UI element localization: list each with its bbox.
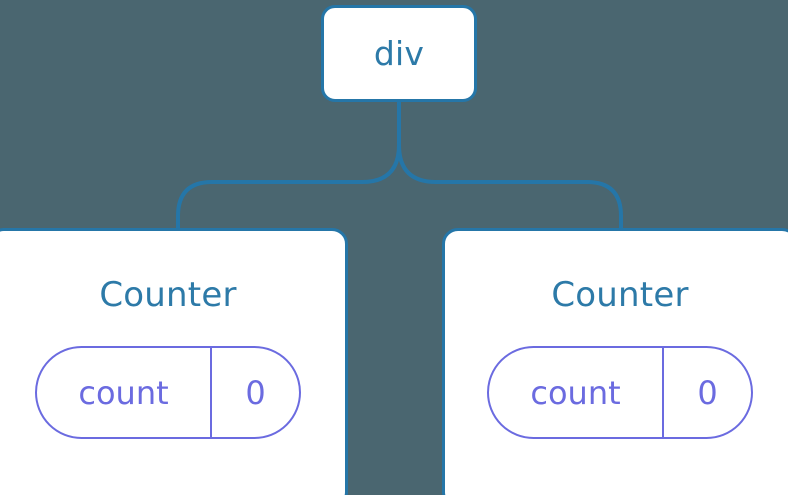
node-div[interactable]: div (321, 5, 477, 102)
state-pill-counter-2[interactable]: count 0 (487, 346, 753, 439)
edge-div-to-counter-left (176, 143, 401, 232)
node-counter-2[interactable]: Counter count 0 (442, 228, 788, 495)
state-key-counter-1: count (78, 373, 169, 412)
state-value-counter-1: 0 (210, 348, 299, 437)
node-div-label: div (373, 34, 425, 73)
node-counter-1[interactable]: Counter count 0 (0, 228, 348, 495)
node-counter-2-label: Counter (551, 275, 689, 315)
node-counter-1-label: Counter (99, 275, 237, 315)
state-value-counter-2: 0 (662, 348, 751, 437)
state-pill-counter-1[interactable]: count 0 (35, 346, 301, 439)
edge-div-to-counter-right (397, 99, 623, 232)
state-key-counter-2: count (530, 373, 621, 412)
